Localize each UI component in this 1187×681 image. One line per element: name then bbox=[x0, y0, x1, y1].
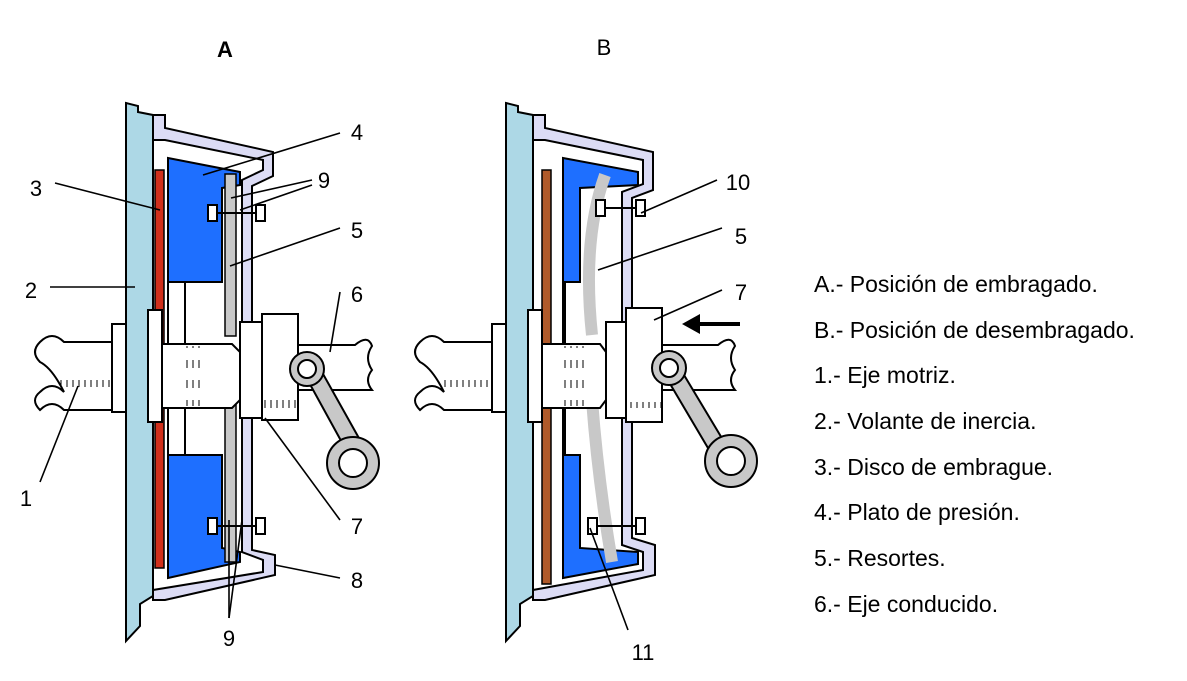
legend: A.- Posición de embragado. B.- Posición … bbox=[814, 262, 1174, 628]
legend-item-6: 6.- Eje conducido. bbox=[814, 590, 999, 617]
diagram-a: A bbox=[20, 37, 380, 651]
leader-lines-a bbox=[39, 132, 341, 619]
release-lever-a-bottom bbox=[224, 399, 237, 563]
spring-bottom-b bbox=[586, 399, 618, 564]
shaft-spline-a bbox=[60, 377, 120, 387]
hub-spline-b bbox=[562, 346, 584, 406]
legend-item-5: 5.- Resortes. bbox=[814, 545, 946, 572]
shaft-spline-b bbox=[440, 377, 500, 387]
driving-shaft-b bbox=[414, 335, 501, 412]
collar-spline-b bbox=[626, 402, 662, 414]
release-fork-a bbox=[289, 351, 380, 490]
callout-9-top: 9 bbox=[318, 168, 330, 193]
legend-item-3: 3.- Disco de embrague. bbox=[814, 453, 1054, 480]
clutch-cover-a bbox=[152, 114, 276, 601]
callout-7-b: 7 bbox=[735, 280, 747, 305]
pivot-bottom-a bbox=[207, 517, 266, 535]
callout-8: 8 bbox=[351, 568, 363, 593]
spring-top-b bbox=[582, 173, 611, 336]
arrow-left-icon bbox=[682, 314, 740, 334]
disc-hub-b bbox=[527, 309, 543, 423]
leader-lines-b bbox=[589, 179, 723, 631]
pivot-bottom-b bbox=[587, 517, 646, 535]
legend-item-a: A.- Posición de embragado. bbox=[814, 271, 1098, 297]
pressure-plate-b bbox=[562, 156, 639, 580]
legend-item-2: 2.- Volante de inercia. bbox=[814, 408, 1037, 435]
callout-4: 4 bbox=[351, 120, 363, 145]
shaft-flange-b bbox=[491, 323, 507, 413]
callout-11: 11 bbox=[632, 640, 655, 665]
legend-item-4: 4.- Plato de presión. bbox=[814, 499, 1020, 526]
collar-spline-a bbox=[262, 400, 298, 412]
callout-3: 3 bbox=[30, 176, 42, 201]
release-fork-b bbox=[651, 350, 758, 488]
diagram-b-title: B bbox=[597, 35, 612, 60]
hub-spline-a bbox=[182, 346, 204, 406]
release-lever-a-top bbox=[224, 173, 237, 337]
diagram-b: B bbox=[414, 35, 758, 665]
callout-5-b: 5 bbox=[735, 224, 747, 249]
callout-5: 5 bbox=[351, 218, 363, 243]
clutch-cover-b bbox=[532, 114, 656, 601]
callout-2: 2 bbox=[25, 278, 37, 303]
callout-10: 10 bbox=[726, 170, 750, 195]
legend-item-b: B.- Posición de desembragado. bbox=[814, 316, 1135, 343]
diagram-a-title: A bbox=[217, 37, 233, 62]
driving-shaft-a bbox=[34, 335, 121, 412]
legend-item-1: 1.- Eje motriz. bbox=[814, 362, 956, 389]
disc-hub-a bbox=[147, 309, 163, 423]
pivot-top-b bbox=[595, 199, 646, 217]
pivot-top-a bbox=[207, 204, 266, 222]
callout-6: 6 bbox=[351, 282, 363, 307]
callout-7: 7 bbox=[351, 514, 363, 539]
callout-1: 1 bbox=[20, 486, 32, 511]
shaft-flange-a bbox=[111, 323, 127, 413]
callout-9-bottom: 9 bbox=[223, 626, 235, 651]
